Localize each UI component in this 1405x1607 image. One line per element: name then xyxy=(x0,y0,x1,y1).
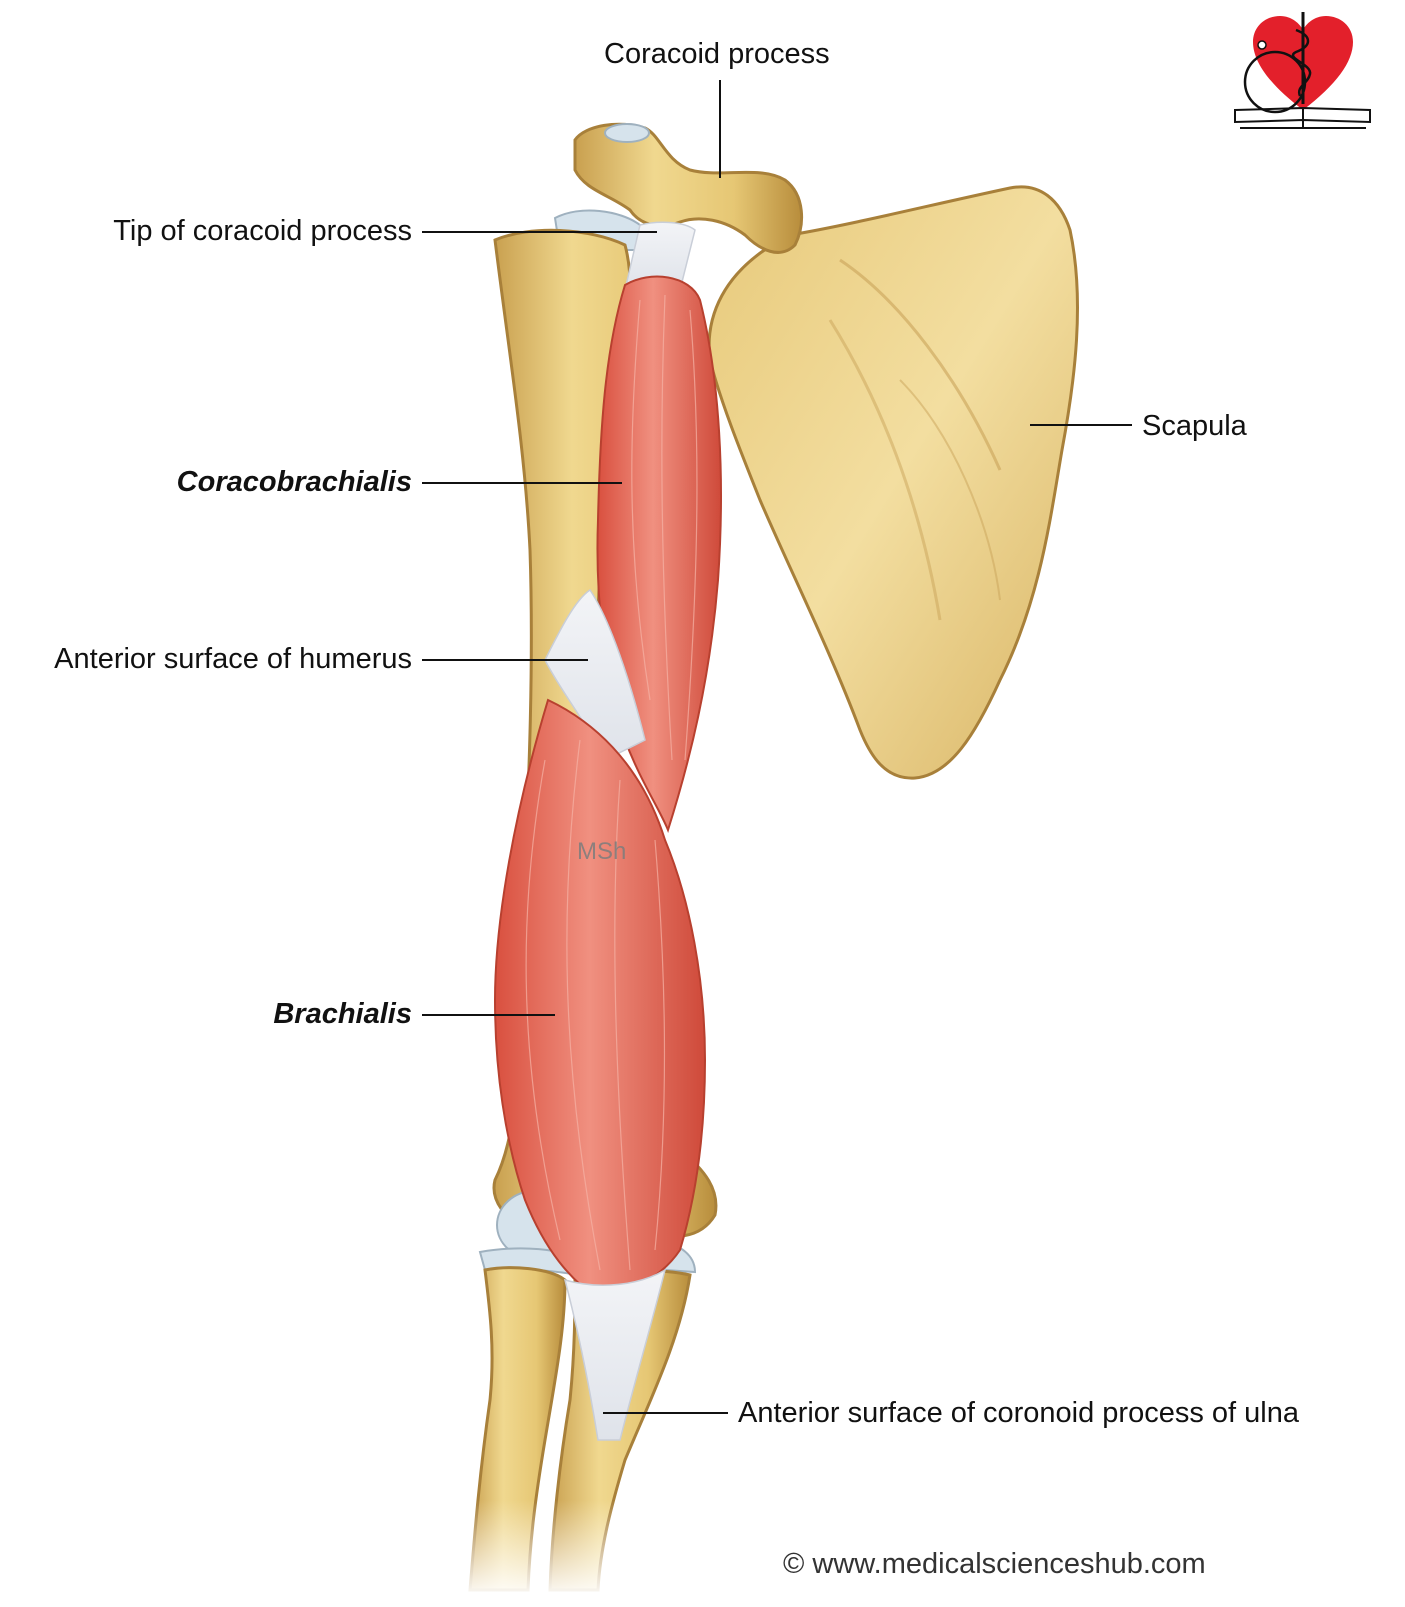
copyright-text: © www.medicalscienceshub.com xyxy=(783,1548,1206,1580)
label-coracobrachialis: Coracobrachialis xyxy=(176,466,412,498)
label-coracoid-process: Coracoid process xyxy=(604,38,830,70)
label-brachialis: Brachialis xyxy=(273,998,412,1030)
scapula-shape xyxy=(707,185,1079,780)
watermark: MSh xyxy=(577,838,627,865)
label-anterior-surface-humerus: Anterior surface of humerus xyxy=(54,643,412,675)
coracoid-process-shape xyxy=(573,122,804,254)
label-coronoid-process: Anterior surface of coronoid process of … xyxy=(738,1397,1299,1429)
label-tip-of-coracoid-process: Tip of coracoid process xyxy=(113,215,412,247)
label-scapula: Scapula xyxy=(1142,410,1247,442)
heart-logo xyxy=(1234,12,1371,129)
